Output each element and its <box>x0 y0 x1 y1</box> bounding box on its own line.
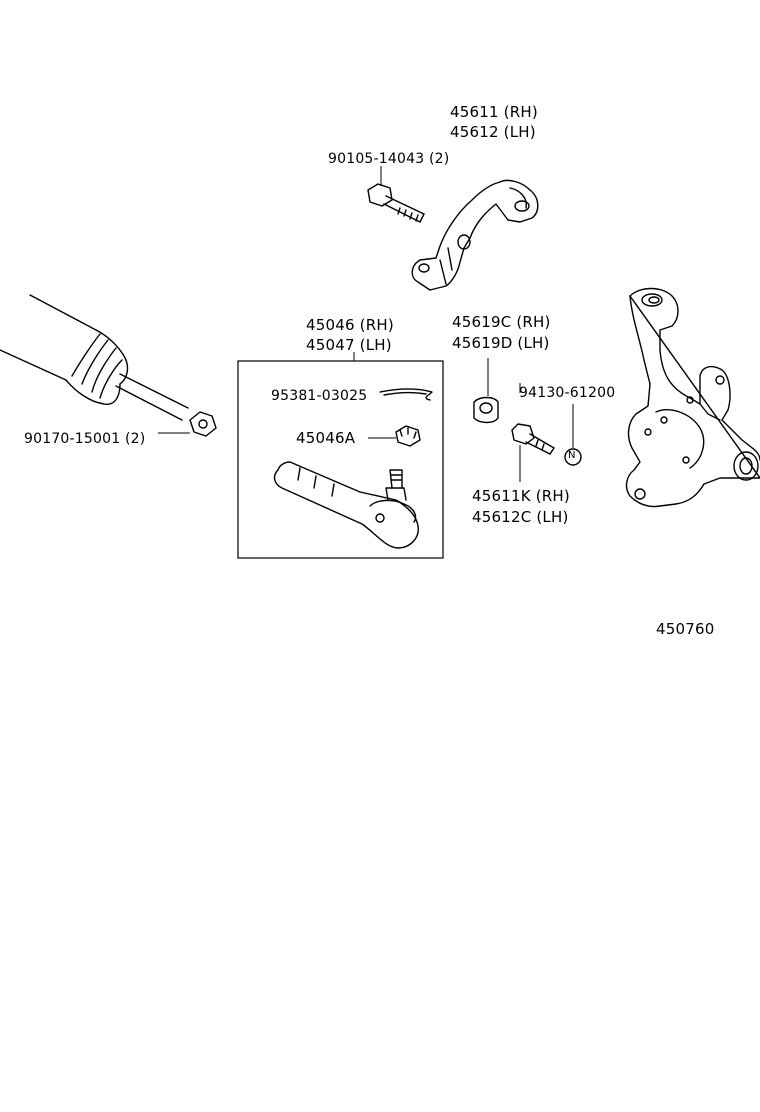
tie-rod-end[interactable] <box>273 461 419 549</box>
arm-bolt[interactable] <box>367 183 425 223</box>
castle-nut-label: 45046A <box>296 429 356 447</box>
castle-nut[interactable] <box>395 425 421 447</box>
diagram-number: 450760 <box>656 620 715 638</box>
cotter-pin[interactable] <box>379 388 433 401</box>
cotter-pin-label: 95381-03025 <box>271 388 368 404</box>
tie-rod-nut[interactable] <box>189 411 217 437</box>
nut-n[interactable] <box>564 448 582 466</box>
bushing[interactable] <box>473 396 499 424</box>
knuckle-bolt-rh-label: 45611K (RH) <box>472 487 570 505</box>
knuckle-arm[interactable] <box>411 179 539 291</box>
bushing-rh-label: 45619C (RH) <box>452 313 551 331</box>
nut-symbol-label: N <box>568 450 576 461</box>
knuckle-bolt-lh-label: 45612C (LH) <box>472 508 569 526</box>
steering-knuckle[interactable] <box>625 287 760 508</box>
arm-rh-label: 45611 (RH) <box>450 103 538 121</box>
arm-bolt-label: 90105-14043 (2) <box>328 151 450 167</box>
tie-rod-end-box <box>237 360 444 559</box>
tie-rod-end-rh-label: 45046 (RH) <box>306 316 394 334</box>
bushing-lh-label: 45619D (LH) <box>452 334 550 352</box>
arm-lh-label: 45612 (LH) <box>450 123 536 141</box>
knuckle-bolt[interactable] <box>511 423 555 455</box>
nut-part-label: 94130-61200 <box>519 385 616 401</box>
tie-rod-assembly[interactable] <box>0 294 189 421</box>
tie-rod-nut-label: 90170-15001 (2) <box>24 431 146 447</box>
tie-rod-end-lh-label: 45047 (LH) <box>306 336 392 354</box>
